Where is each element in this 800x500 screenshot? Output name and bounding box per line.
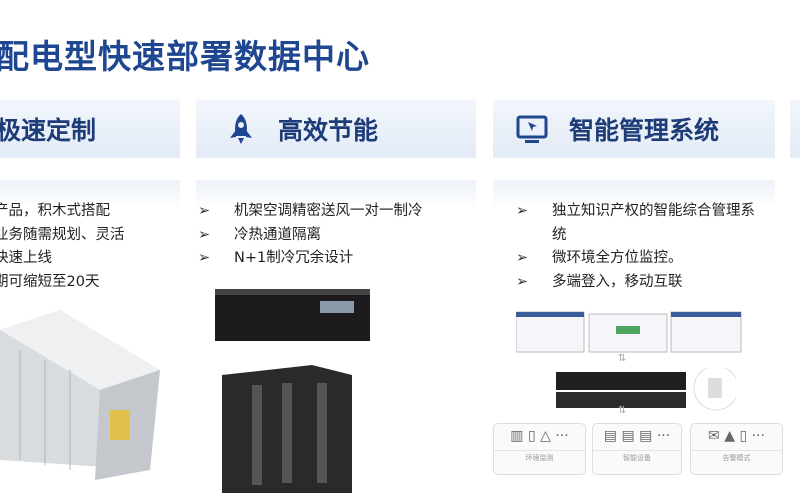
- container-datacenter-image: [0, 310, 160, 480]
- card-heading: 高效节能: [278, 116, 379, 145]
- list-item: ➢冷热通道隔离: [198, 226, 321, 243]
- controller-device-image: [556, 368, 736, 411]
- page-title: 配电型快速部署数据中心: [0, 37, 370, 76]
- card-body-bg: [196, 180, 476, 210]
- list-item: ➢微环境全方位监控。: [516, 250, 683, 266]
- card-header-smart-mgmt: 智能管理系统: [493, 100, 775, 158]
- card-header-next: [790, 100, 800, 158]
- card-heading: 智能管理系统: [569, 116, 720, 145]
- card-body-bg: [0, 180, 180, 210]
- smart-device-panel: ▤ ▤ ▤ ···智能设备: [592, 423, 682, 475]
- rack-air-conditioner-image: [215, 289, 370, 341]
- list-item: ➢独立知识产权的智能综合管理系统: [516, 203, 755, 243]
- list-item: 业务随需规划、灵活: [0, 226, 125, 243]
- list-item: ➢多端登入，移动互联: [516, 273, 683, 290]
- sync-arrows-icon: ⇅: [618, 405, 627, 416]
- bullet-list-fast-custom: 产品，积木式搭配 业务随需规划、灵活 快速上线 期可缩短至20天: [0, 200, 125, 294]
- rocket-icon: [230, 114, 252, 144]
- list-item: 快速上线: [0, 250, 52, 266]
- card-header-fast-custom: 极速定制: [0, 100, 180, 158]
- card-body-bg: [493, 180, 775, 210]
- alarm-mode-panel: ✉ ▲ ▯ ···告警模式: [690, 423, 783, 475]
- list-item: ➢N+1制冷冗余设计: [198, 250, 354, 266]
- monitor-icon: [516, 115, 548, 143]
- env-monitor-panel: ▥ ▯ △ ···环境监测: [493, 423, 586, 475]
- list-item: ➢机架空调精密送风一对一制冷: [198, 203, 423, 219]
- card-heading: 极速定制: [0, 116, 97, 145]
- card-header-energy: 高效节能: [196, 100, 476, 158]
- list-item: 产品，积木式搭配: [0, 203, 110, 219]
- sync-arrows-icon: ⇅: [618, 353, 627, 364]
- list-item: 期可缩短至20天: [0, 273, 100, 290]
- server-cabinet-image: [222, 365, 352, 493]
- bullet-list-energy: ➢机架空调精密送风一对一制冷 ➢冷热通道隔离 ➢N+1制冷冗余设计: [198, 200, 423, 271]
- management-screens-image: [516, 311, 742, 353]
- bullet-list-smart-mgmt: ➢独立知识产权的智能综合管理系统 ➢微环境全方位监控。 ➢多端登入，移动互联: [516, 200, 756, 294]
